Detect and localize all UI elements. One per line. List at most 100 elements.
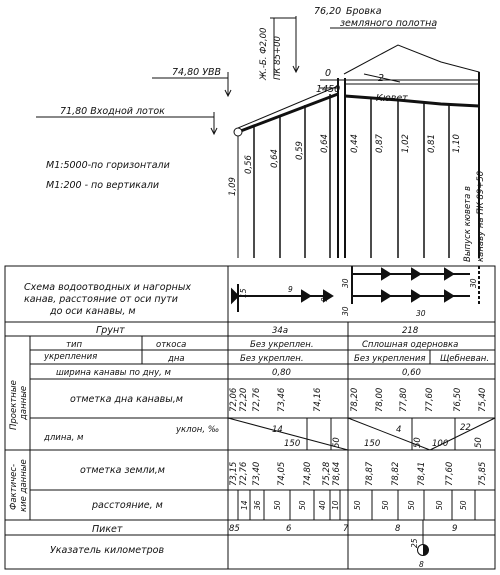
bottom-mark: 72,06 <box>229 387 239 412</box>
scheme-30a: 30 <box>341 278 350 288</box>
km-label: Указатель километров <box>50 545 164 556</box>
design-group-1: Проектные <box>9 380 19 430</box>
profile-value: 0,44 <box>350 134 360 153</box>
bottom-mark: 72,76 <box>252 387 262 412</box>
profile-value: 0,87 <box>375 133 385 153</box>
shoulder-subtitle: земляного полотна <box>340 18 437 29</box>
ground-mark: 75,28 <box>322 461 332 486</box>
length-1: 150 <box>284 439 300 449</box>
length-3: 100 <box>432 439 448 449</box>
length-1b: 50 <box>332 437 342 448</box>
distance-value: 36 <box>253 500 262 510</box>
width-label: ширина канавы по дну, м <box>56 368 172 378</box>
shoulder-level: 76,20 <box>314 6 341 17</box>
ground-mark: 78,41 <box>417 462 427 486</box>
discharge-label-2: канаву на ПК 89+50 <box>476 171 486 262</box>
gradient-label: уклон, ‰ <box>175 425 219 435</box>
bottom-mark: 77,60 <box>425 388 435 412</box>
profile-values: 1,09 0,56 0,64 0,59 0,64 0,44 0,87 1,02 … <box>228 133 462 196</box>
zero-mark: 0 <box>325 68 331 79</box>
scale-vertical: М1:200 - по вертикали <box>46 180 159 191</box>
ground-mark: 74,80 <box>303 462 313 486</box>
ground-mark-label: отметка земли,м <box>80 465 165 476</box>
gradient-3: 22 <box>460 423 471 433</box>
bottom-mark: 76,50 <box>453 388 463 412</box>
distance-value: 50 <box>273 500 282 510</box>
gradient-1: 14 <box>272 425 283 435</box>
profile-value: 0,81 <box>427 134 437 153</box>
picket-value: 7 <box>343 524 349 534</box>
bottom-mark: 75,40 <box>478 388 488 412</box>
type-label-2: укрепления <box>43 352 97 362</box>
distance-value: 50 <box>381 500 390 510</box>
scheme-label-1: Схема водоотводных и нагорных <box>24 282 191 293</box>
ground-mark: 77,60 <box>445 462 455 486</box>
chainage-1450: 1450 <box>316 84 340 95</box>
bottom-mark: 73,46 <box>277 387 287 412</box>
ground-mark: 78,82 <box>391 462 401 486</box>
distance-value: 10 <box>331 500 340 510</box>
bottom-mark: 78,20 <box>350 388 360 412</box>
length-2: 150 <box>364 439 380 449</box>
slope-a: Без укреплен. <box>250 340 314 350</box>
ground-mark: 73,40 <box>252 462 262 486</box>
left-ditch-bottom <box>237 92 339 134</box>
type-label-1: тип <box>66 340 82 350</box>
bottom-mark: 74,16 <box>313 387 323 412</box>
profile-value: 1,02 <box>401 134 411 153</box>
scheme-30b: 30 <box>341 306 350 316</box>
scheme-15: 15 <box>239 288 248 298</box>
right-ditch-bottom <box>344 94 480 108</box>
data-table <box>4 265 496 570</box>
distance-value: 14 <box>240 500 249 510</box>
profile-value: 1,09 <box>228 177 238 196</box>
profile-value: 0,64 <box>320 134 330 153</box>
ground-mark: 78,87 <box>365 461 375 486</box>
uvv-label: 74,80 УВВ <box>172 67 221 78</box>
pipe-label-2: ПК 85+00 <box>273 36 283 80</box>
discharge-label-1: Выпуск кювета в <box>463 186 473 262</box>
ground-mark: 74,05 <box>277 462 287 486</box>
profile-value: 1,10 <box>452 134 462 153</box>
profile-drawing <box>36 16 480 258</box>
bottom-mark: 72,20 <box>239 388 249 412</box>
two-mark: 2 <box>378 73 384 84</box>
ground-mark: 72,76 <box>239 461 249 486</box>
picket-label: Пикет <box>92 524 123 535</box>
width-a: 0,80 <box>272 368 291 378</box>
ground-mark: 75,85 <box>478 462 488 486</box>
ditch-label: Кювет <box>376 93 408 104</box>
ground-mark: 73,15 <box>229 462 239 486</box>
scale-horizontal: М1:5000-по горизонтали <box>46 160 170 171</box>
bottom-a: Без укреплен. <box>240 354 304 364</box>
gradient-2: 4 <box>396 425 401 435</box>
bottom-mark-label: отметка дна канавы,м <box>70 394 183 405</box>
length-3b: 50 <box>474 437 484 448</box>
profile-value: 0,59 <box>295 141 305 160</box>
distance-value: 50 <box>435 500 444 510</box>
bottom-b2: Щебневан. <box>440 354 489 364</box>
distance-value: 50 <box>298 500 307 510</box>
profile-value: 0,56 <box>244 154 254 174</box>
actual-group-1: Фактичес- <box>9 464 19 510</box>
ditch-scheme <box>231 266 480 312</box>
scheme-30d: 30 <box>416 309 426 318</box>
distance-value: 50 <box>353 500 362 510</box>
inlet-tray-label: 71,80 Входной лоток <box>60 106 165 117</box>
picket-value: 6 <box>286 524 292 534</box>
shoulder-title: Бровка <box>346 6 382 17</box>
km-marker-fill <box>423 544 429 556</box>
picket-value: 8 <box>395 524 401 534</box>
profile-value: 0,64 <box>270 149 280 168</box>
distance-value: 50 <box>407 500 416 510</box>
scheme-label-2: канав, расстояние от оси пути <box>24 294 178 305</box>
soil-b: 218 <box>402 326 419 336</box>
ground-mark: 78,64 <box>332 462 342 486</box>
km-upper: 25 <box>410 538 419 548</box>
scheme-9a: 9 <box>288 285 293 294</box>
distances: 14 36 50 50 40 10 50 50 50 50 50 <box>240 500 468 510</box>
bottom-marks: 72,06 72,20 72,76 73,46 74,16 78,20 78,0… <box>229 387 488 412</box>
slope-b: Сплошная одерновка <box>362 340 458 350</box>
ground-marks: 73,15 72,76 73,40 74,05 74,80 75,28 78,6… <box>229 461 488 486</box>
